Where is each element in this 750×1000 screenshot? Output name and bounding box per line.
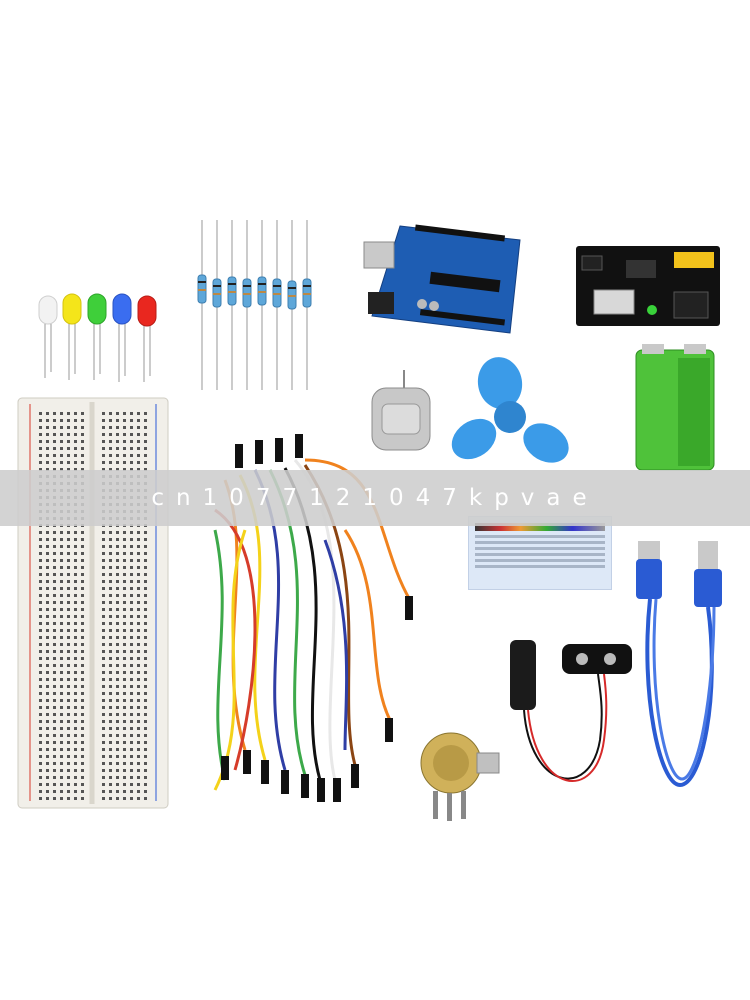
watermark-text: cn1077121047kpvae <box>151 485 599 511</box>
led-yellow <box>62 293 82 380</box>
dc-jack <box>368 292 394 314</box>
led-green <box>87 293 107 380</box>
usb-port <box>363 241 395 269</box>
battery-9v <box>632 342 717 472</box>
led-white <box>38 295 58 378</box>
usb-cable <box>630 535 730 800</box>
fan-blade <box>450 355 570 470</box>
breadboard <box>16 396 176 811</box>
leds <box>34 288 164 388</box>
resistors <box>190 215 320 395</box>
microcontroller-board <box>360 218 525 338</box>
usb-socket <box>593 289 635 315</box>
potentiometer <box>415 725 505 825</box>
power-supply-module <box>570 240 725 330</box>
dc-plug <box>510 640 536 710</box>
chip <box>429 271 501 293</box>
color-code-strip <box>475 523 605 531</box>
battery-snap-connector <box>500 630 640 810</box>
led-blue <box>112 293 132 382</box>
led-red <box>137 295 157 382</box>
dc-motor <box>366 368 436 458</box>
resistor-color-card <box>468 516 612 590</box>
watermark-banner: cn1077121047kpvae <box>0 470 750 526</box>
